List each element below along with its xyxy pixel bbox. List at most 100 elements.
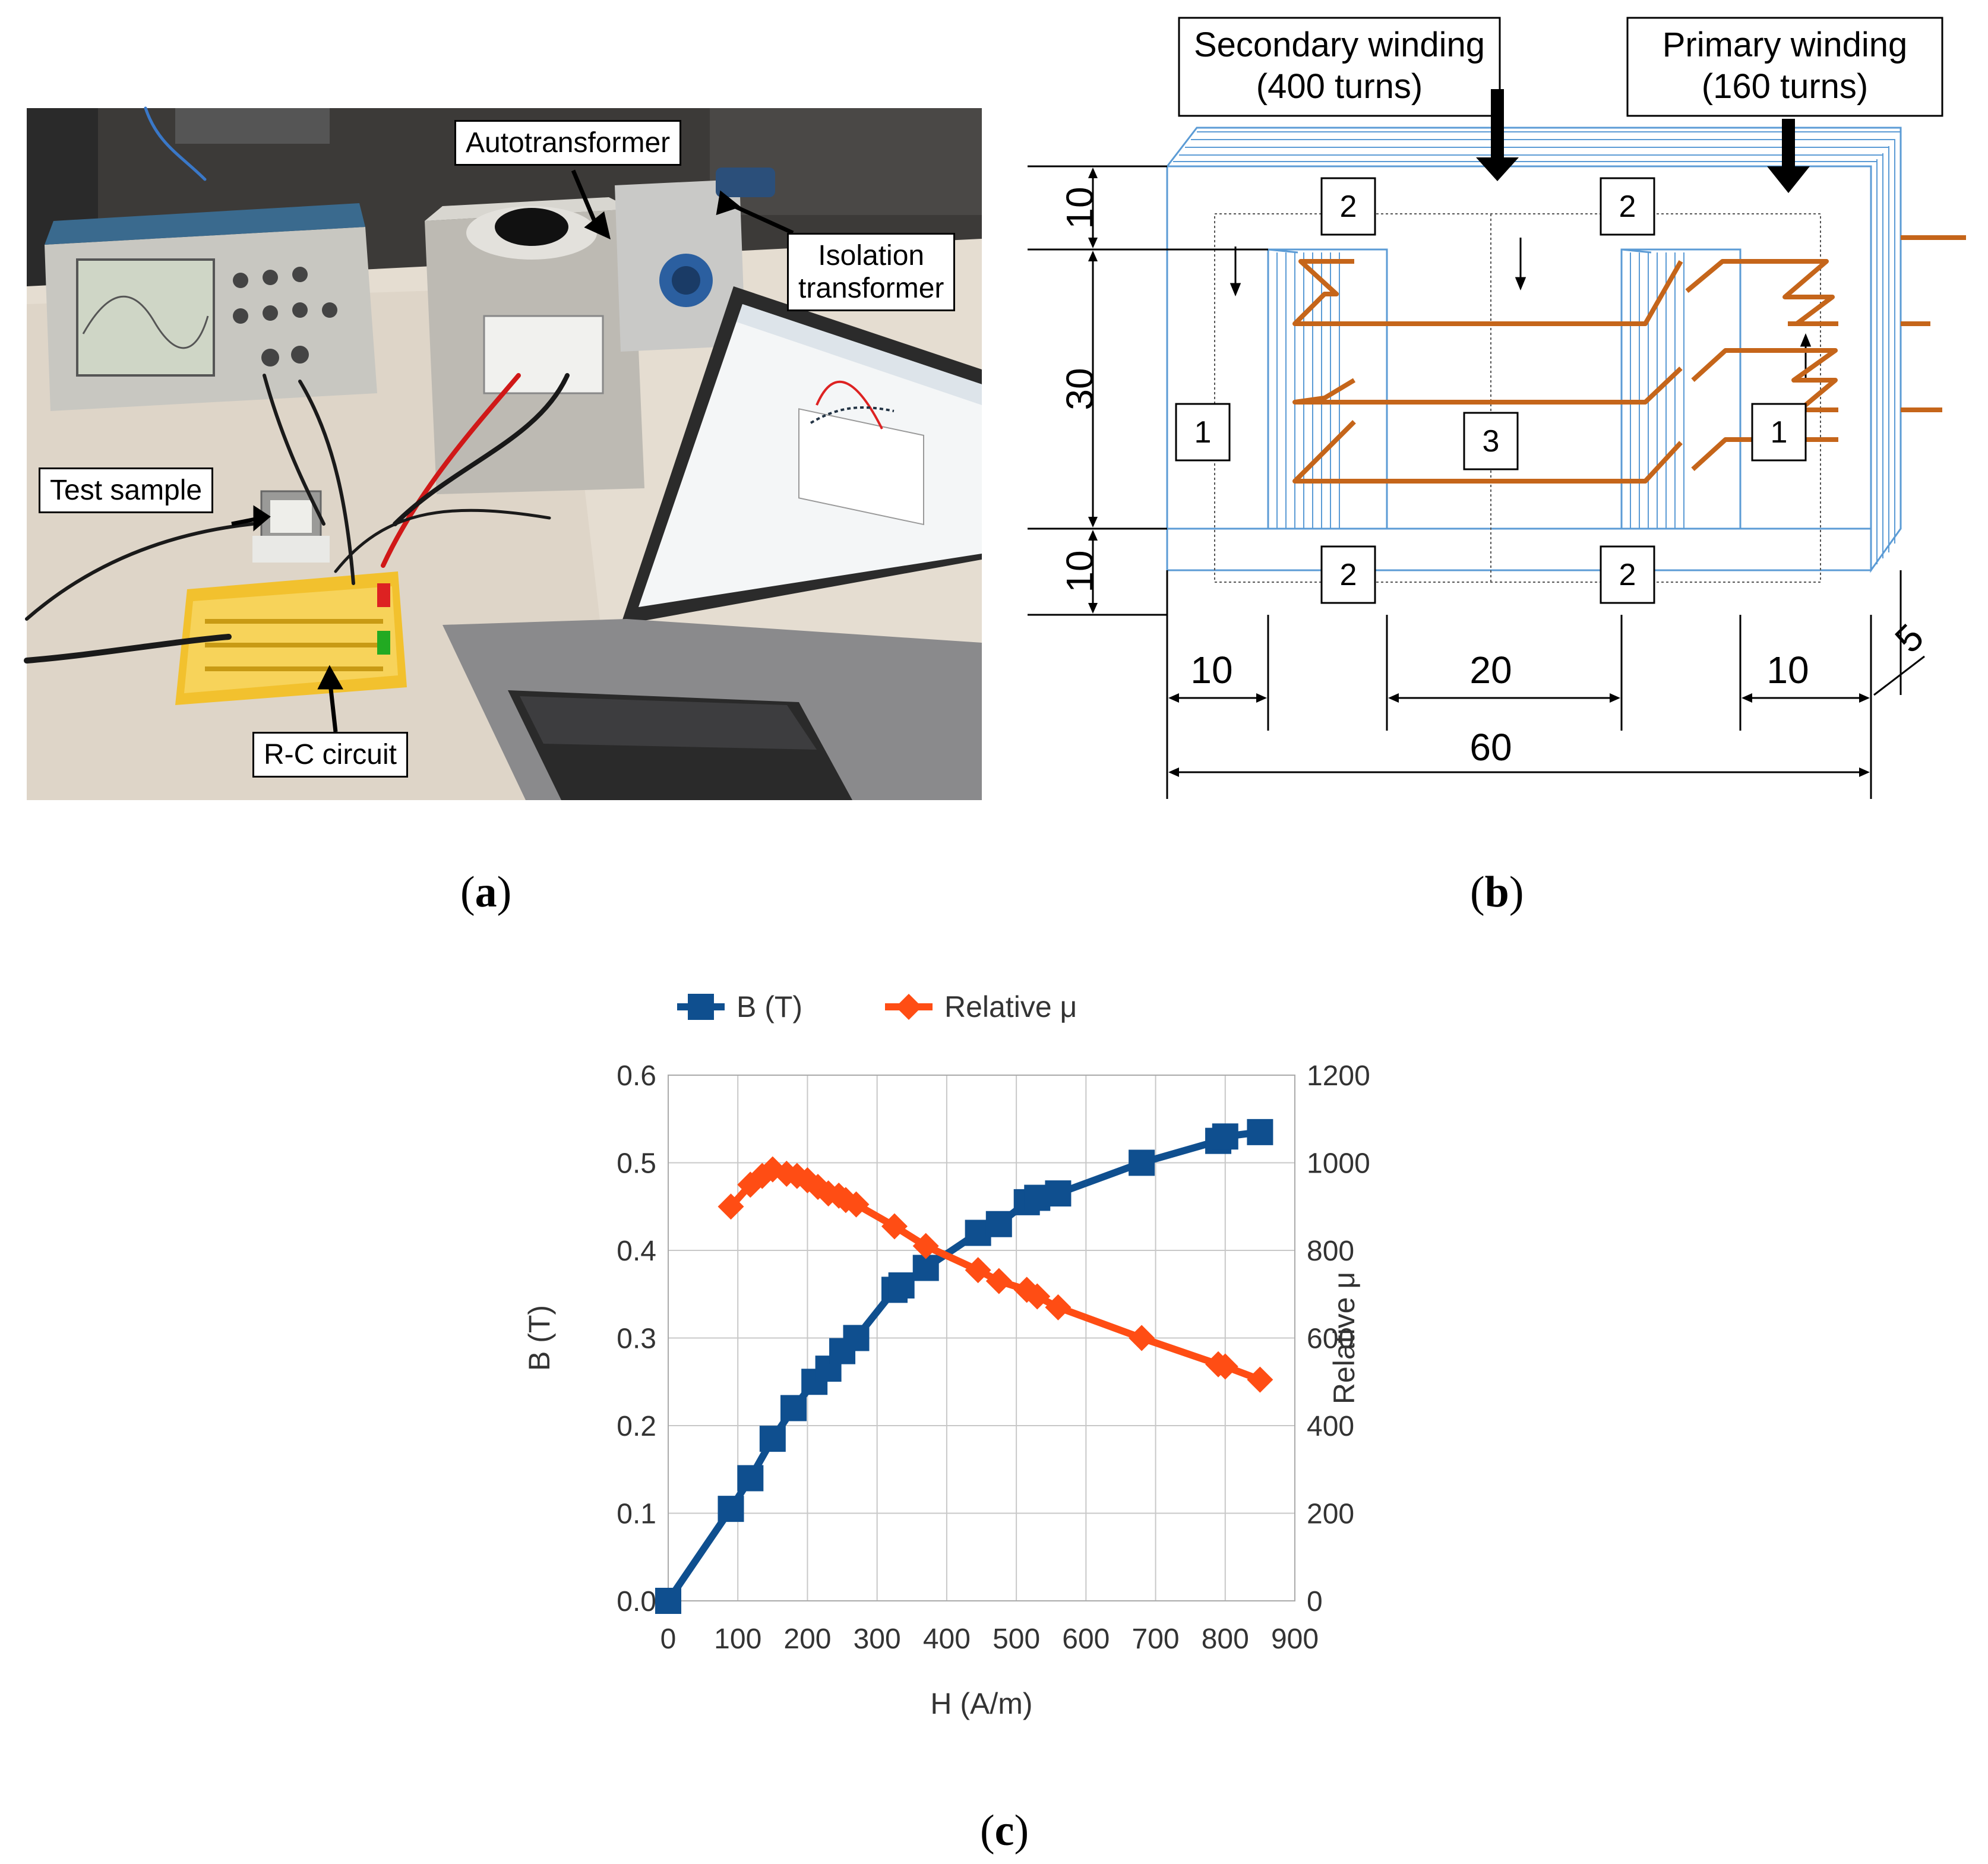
- x-tick-label: 700: [1132, 1623, 1180, 1655]
- mean-flux-path: [1214, 213, 1821, 583]
- plot-area-border: [668, 1075, 1295, 1601]
- laptop: [443, 286, 982, 800]
- dimension-values: 10 30 10 10 20 10 60 5: [1058, 187, 1932, 769]
- dim-total-width: 60: [1469, 726, 1512, 769]
- region-label-3: 3: [1483, 424, 1500, 459]
- oscilloscope: [45, 203, 377, 411]
- cables: [24, 106, 570, 664]
- series-line: [665, 1128, 1261, 1603]
- data-point: [881, 1213, 908, 1240]
- data-point: [1129, 1325, 1155, 1351]
- isolation-transformer-label: Isolation transformer: [787, 233, 956, 312]
- primary-winding-label-line1: Primary winding: [1663, 26, 1908, 64]
- y2-tick-label: 400: [1307, 1411, 1354, 1442]
- data-point: [912, 1255, 939, 1281]
- photo-pointer-arrows: [231, 169, 794, 732]
- data-point: [1045, 1180, 1072, 1207]
- x-tick-label: 500: [993, 1623, 1040, 1655]
- y-axis-label: B (T): [523, 1305, 556, 1371]
- caption-c: (c): [980, 1806, 1029, 1855]
- winding-callouts: Secondary winding (400 turns) Primary wi…: [1178, 17, 1943, 193]
- caption-b: (b): [1470, 868, 1524, 917]
- data-point: [805, 1174, 832, 1200]
- y-tick-label: 0.1: [617, 1499, 656, 1530]
- data-point: [718, 1496, 744, 1522]
- core-outline: [1165, 127, 1902, 573]
- dim-window-height: 30: [1058, 368, 1101, 410]
- region-label-2-bottom-left: 2: [1340, 558, 1357, 592]
- data-point: [759, 1156, 786, 1183]
- test-sample: [252, 490, 330, 563]
- dimension-lines: [1028, 165, 1925, 799]
- data-point: [965, 1257, 991, 1284]
- y-tick-label: 0.4: [617, 1236, 656, 1267]
- lab-setup-photo: Autotransformer Isolation transformer Te…: [24, 106, 982, 800]
- dim-top-yoke: 10: [1058, 187, 1101, 229]
- data-point: [912, 1233, 939, 1259]
- rc-circuit-label: R-C circuit: [252, 732, 408, 778]
- data-point: [1247, 1366, 1273, 1393]
- x-tick-label: 100: [714, 1623, 761, 1655]
- data-point: [655, 1588, 681, 1614]
- y2-tick-label: 0: [1307, 1586, 1323, 1617]
- data-point: [1024, 1283, 1051, 1310]
- data-point: [985, 1268, 1012, 1294]
- data-point: [1129, 1149, 1155, 1176]
- data-point: [843, 1325, 870, 1351]
- data-point: [888, 1272, 915, 1299]
- region-label-1-right: 1: [1771, 415, 1788, 450]
- x-tick-label: 400: [923, 1623, 971, 1655]
- data-point: [1212, 1123, 1238, 1150]
- y2-tick-label: 1200: [1307, 1060, 1370, 1092]
- x-tick-label: 900: [1271, 1623, 1319, 1655]
- transformer-core-diagram: 1 1 2 2 2 2 3 Secondary winding (400 tur…: [1016, 0, 1988, 826]
- x-tick-label: 800: [1202, 1623, 1249, 1655]
- series-relative-mu: [718, 1156, 1273, 1393]
- data-point: [1212, 1353, 1238, 1380]
- region-labels: 1 1 2 2 2 2 3: [1175, 177, 1807, 604]
- x-tick-label: 200: [783, 1623, 831, 1655]
- dim-left-leg: 10: [1190, 649, 1232, 691]
- y-tick-label: 0.5: [617, 1148, 656, 1180]
- dim-window-width: 20: [1469, 649, 1512, 691]
- data-point: [1247, 1119, 1273, 1145]
- secondary-winding-label-line2: (400 turns): [1256, 67, 1423, 106]
- dim-depth: 5: [1886, 615, 1932, 661]
- legend-marker: [896, 994, 922, 1020]
- legend-label: Relative μ: [944, 990, 1077, 1023]
- secondary-winding-label-line1: Secondary winding: [1194, 26, 1485, 64]
- autotransformer-label: Autotransformer: [454, 120, 682, 166]
- x-tick-label: 300: [854, 1623, 901, 1655]
- y2-tick-label: 200: [1307, 1499, 1354, 1530]
- data-point: [843, 1191, 870, 1218]
- y2-tick-label: 1000: [1307, 1148, 1370, 1180]
- legend-label: B (T): [737, 990, 802, 1023]
- breadboard: [175, 571, 407, 705]
- primary-winding-label-line2: (160 turns): [1702, 67, 1868, 106]
- y2-axis-label: Relative μ: [1328, 1272, 1361, 1404]
- data-point: [737, 1465, 764, 1492]
- region-label-2-top-left: 2: [1340, 189, 1357, 224]
- data-point: [759, 1426, 786, 1452]
- y-tick-label: 0.0: [617, 1586, 656, 1617]
- data-point: [737, 1171, 764, 1198]
- chart-legend: B (T) Relative μ: [677, 990, 1077, 1023]
- y-tick-label: 0.6: [617, 1060, 656, 1092]
- legend-marker: [688, 994, 714, 1020]
- bh-curve-chart: 0.0 0.1 0.2 0.3 0.4 0.5 0.6 0 200 400 600 800 1000 12…: [517, 974, 1370, 1752]
- dimension-arrowheads: [1088, 168, 1870, 777]
- isolation-transformer: [615, 168, 775, 352]
- data-point: [985, 1211, 1012, 1237]
- y2-tick-label: 800: [1307, 1236, 1354, 1267]
- region-label-1-left: 1: [1194, 415, 1212, 450]
- y2-tick-label: 600: [1307, 1323, 1354, 1355]
- data-point: [718, 1193, 744, 1220]
- data-point: [832, 1187, 859, 1214]
- test-sample-label: Test sample: [39, 467, 214, 514]
- region-label-2-bottom-right: 2: [1619, 558, 1636, 592]
- series-b: [655, 1119, 1273, 1614]
- y-tick-label: 0.3: [617, 1323, 656, 1355]
- data-point: [780, 1395, 807, 1421]
- y-tick-label: 0.2: [617, 1411, 656, 1442]
- data-point: [1045, 1294, 1072, 1320]
